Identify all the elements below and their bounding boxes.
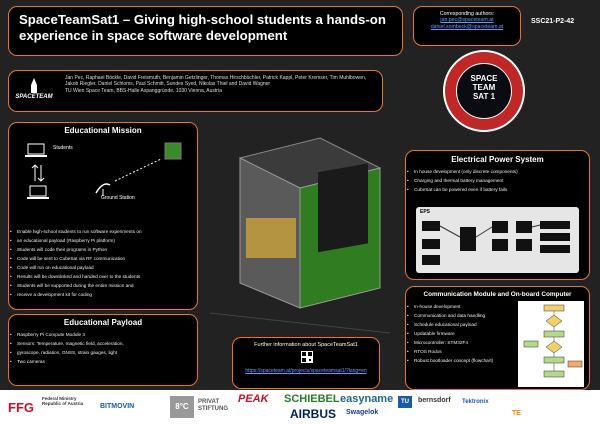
list-item: RTOS Rodos	[406, 347, 506, 356]
comms-panel: Communication Module and On-board Comput…	[405, 286, 590, 390]
list-item: Students will be supported during the en…	[9, 281, 197, 290]
sponsor-logo: 8°C	[170, 396, 194, 418]
contact-link-1[interactable]: jan.pec@spaceteam.at	[440, 17, 494, 23]
list-item: Sensors: Temperature, magnetic field, ac…	[9, 339, 197, 348]
bootloader-flowchart	[518, 301, 584, 387]
educational-mission-panel: Educational Mission Students Ground Stat…	[8, 122, 198, 310]
payload-list: Raspberry Pi Compute Module 3 Sensors: T…	[9, 330, 197, 366]
sponsor-logo: Swagelok	[346, 409, 379, 416]
list-item: an educational payload (Raspberry Pi pla…	[9, 236, 197, 245]
contact-link-2[interactable]: daniel.sombeck@spaceteam.at	[430, 24, 504, 30]
sponsor-logo: Federal Ministry Republic of Austria	[42, 396, 84, 406]
badge-line-1: SPACE	[470, 74, 498, 83]
further-info-text: Further information about SpaceTeamSat1	[254, 342, 358, 348]
mission-badge: SPACE TEAM SAT 1	[443, 50, 525, 132]
list-item: Results will be downlinked and handed ov…	[9, 272, 197, 281]
students-label: Students	[53, 145, 73, 151]
spaceteam-logo: SPACETEAM	[12, 76, 56, 104]
list-item: CubeSat can be powered even if battery f…	[406, 185, 589, 194]
contact-heading: Corresponding authors:	[439, 11, 495, 17]
list-item: Robust bootloader concept (flowchart)	[406, 356, 506, 365]
list-item: gyroscope, radiation, GNSS, strain gauge…	[9, 348, 197, 357]
uplink-arrow-icon	[114, 142, 182, 182]
sponsor-logo: TE	[512, 410, 521, 417]
sponsor-logo: easyname	[340, 393, 394, 405]
sponsor-logo: BITMOVIN	[100, 403, 135, 410]
satellite-dish-icon	[95, 183, 111, 196]
mission-badge-inner: SPACE TEAM SAT 1	[456, 63, 512, 119]
list-item: Two cameras	[9, 357, 197, 366]
updown-arrows-icon	[31, 164, 45, 182]
rocket-icon	[31, 78, 37, 93]
list-item: Updatable firmware	[406, 329, 506, 338]
further-info-link[interactable]: https://spaceteam.at/projects/spaceteams…	[245, 368, 367, 374]
sponsor-logo: PEAK	[238, 393, 269, 405]
list-item: Communication and data handling	[406, 311, 506, 320]
eps-panel: Electrical Power System In house develop…	[405, 150, 590, 280]
list-item: Microcontroller: STM32F4	[406, 338, 506, 347]
further-info-panel: Further information about SpaceTeamSat1 …	[232, 337, 380, 389]
contact-panel: Corresponding authors: jan.pec@spaceteam…	[413, 6, 521, 46]
laptop-icon-2	[27, 185, 49, 199]
sponsor-logo: AIRBUS	[290, 407, 337, 421]
sponsor-logo: bernsdorf	[418, 397, 451, 404]
educational-payload-panel: Educational Payload Raspberry Pi Compute…	[8, 314, 198, 386]
authors-panel: Jan Pec, Raphael Böckle, David Freismuth…	[8, 70, 383, 112]
logo-text: SPACETEAM	[15, 94, 53, 100]
list-item: Schedule educational payload	[406, 320, 506, 329]
author-affiliation: TU Wien Space Team, BBS-Halle Aspanggrün…	[65, 87, 222, 94]
sponsor-bar: FFG Federal Ministry Republic of Austria…	[0, 390, 600, 424]
list-item: Raspberry Pi Compute Module 3	[9, 330, 197, 339]
cubesat-render	[209, 137, 391, 334]
poster-title-panel: SpaceTeamSat1 – Giving high-school stude…	[8, 6, 403, 56]
list-item: Code will run on educational payload	[9, 263, 197, 272]
sponsor-logo: TU	[398, 396, 412, 408]
eps-diagram-label: EPS	[420, 209, 431, 215]
list-item: receive a development kit for coding	[9, 290, 197, 299]
list-item: Code will be sent to CubeSat via RF comm…	[9, 254, 197, 263]
sponsor-logo: FFG	[8, 400, 34, 415]
laptop-icon	[25, 143, 47, 157]
comms-list: In-house development Communication and d…	[406, 302, 506, 365]
author-names: Jan Pec, Raphael Böckle, David Freismuth…	[65, 75, 367, 88]
list-item: Charging and thermal battery management	[406, 176, 589, 185]
list-item: Students will code their programs in Pyt…	[9, 245, 197, 254]
poster-code: SSC21-P2-42	[531, 18, 575, 25]
eps-list: In house development (only discrete comp…	[406, 167, 589, 194]
sponsor-logo: Tektronix	[462, 399, 489, 405]
list-item: Enable high-school students to run softw…	[9, 227, 197, 236]
educational-payload-title: Educational Payload	[63, 318, 143, 327]
badge-line-2: TEAM	[472, 83, 496, 92]
comms-title: Communication Module and On-board Comput…	[423, 291, 572, 298]
eps-schematic	[422, 221, 570, 265]
list-item: In house development (only discrete comp…	[406, 167, 589, 176]
list-item: In-house development	[406, 302, 506, 311]
qr-code-icon	[301, 351, 313, 363]
eps-title: Electrical Power System	[451, 155, 544, 164]
eps-block-diagram: EPS	[416, 207, 579, 273]
sponsor-logo: SCHIEBEL	[284, 393, 340, 405]
mission-diagram: Students Ground Station	[9, 135, 197, 205]
sponsor-logo: PRIVAT STIFTUNG	[198, 399, 228, 412]
poster-title: SpaceTeamSat1 – Giving high-school stude…	[19, 12, 386, 43]
mission-list: Enable high-school students to run softw…	[9, 227, 197, 299]
ground-station-label: Ground Station	[101, 195, 135, 201]
badge-line-3: SAT 1	[472, 92, 496, 101]
educational-mission-title: Educational Mission	[64, 126, 142, 135]
